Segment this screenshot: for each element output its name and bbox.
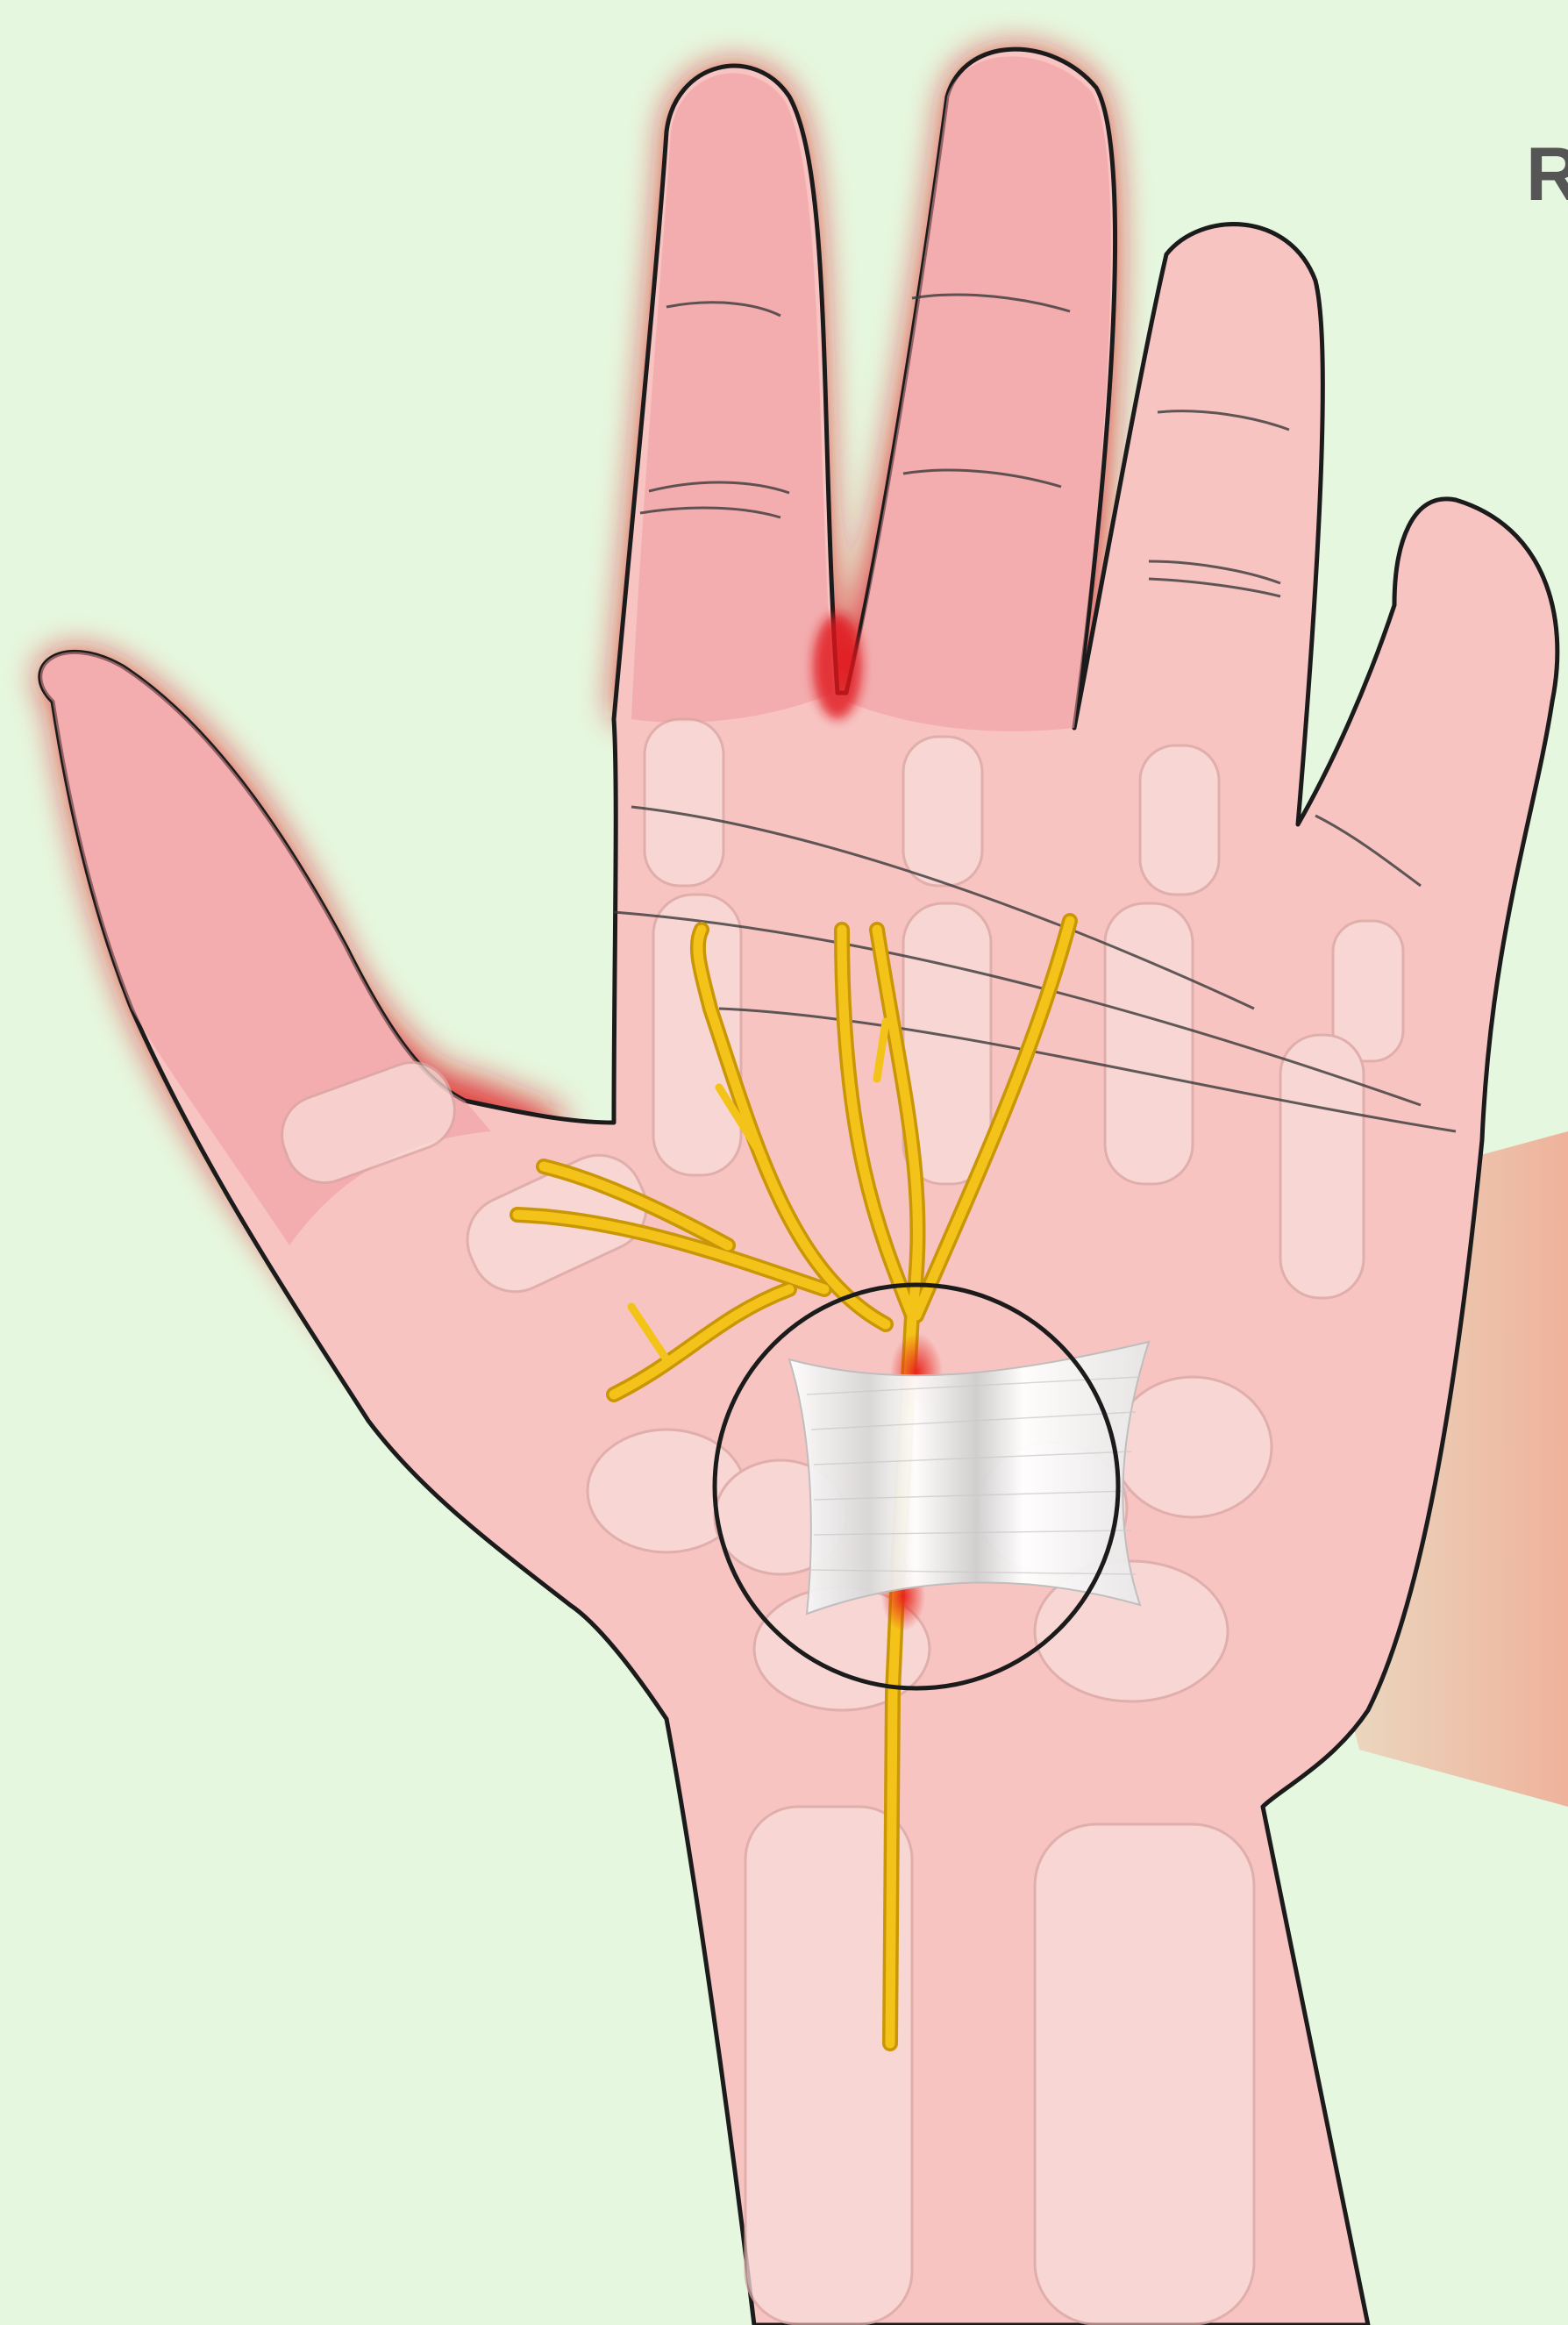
carpal-ligament [789, 1342, 1149, 1614]
partial-label: R [1526, 132, 1568, 218]
